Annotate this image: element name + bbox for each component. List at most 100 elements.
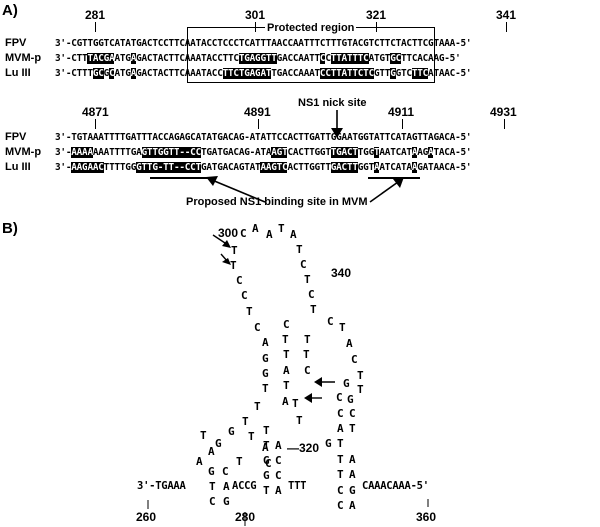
svg-text:A: A: [252, 222, 259, 235]
bottom-strand-mid1: ACCG: [232, 480, 257, 492]
svg-text:C: C: [336, 391, 343, 404]
svg-text:A: A: [283, 364, 290, 377]
svg-text:A: A: [349, 499, 356, 512]
structure-position-340: 340: [331, 266, 352, 280]
svg-text:T: T: [296, 243, 303, 256]
svg-text:G: G: [349, 484, 356, 497]
svg-text:C: C: [254, 321, 261, 334]
row-label-fpv-2: FPV: [5, 131, 27, 143]
svg-text:C: C: [265, 457, 272, 470]
sequence-row-mvm-2: 3'-AAAAAAATTTTGAGTTGGTT--CCTGATGACAG-ATA…: [55, 147, 472, 158]
panel-b-label: B): [2, 220, 18, 237]
svg-text:A: A: [346, 337, 353, 350]
svg-text:T: T: [254, 400, 261, 413]
svg-text:G: G: [343, 377, 350, 390]
svg-text:G: G: [262, 367, 269, 380]
svg-text:A: A: [282, 395, 289, 408]
svg-text:T: T: [278, 222, 285, 235]
ns1-binding-site-label: Proposed NS1 binding site in MVM: [186, 196, 368, 208]
svg-text:T: T: [357, 369, 364, 382]
svg-text:T: T: [296, 414, 303, 427]
sequence-row-lu3: 3'-CTTTGCGCATGAGACTACTTCAAATACCTTCTGAGAT…: [55, 68, 472, 79]
svg-text:A: A: [266, 228, 273, 241]
svg-text:T: T: [337, 453, 344, 466]
svg-text:T: T: [304, 273, 311, 286]
svg-text:G: G: [262, 352, 269, 365]
ns1-nick-site-label: NS1 nick site: [298, 97, 367, 109]
svg-text:T: T: [230, 259, 237, 272]
tick-4931: [504, 119, 505, 129]
svg-text:C: C: [300, 258, 307, 271]
svg-text:C: C: [222, 465, 229, 478]
svg-text:G: G: [263, 454, 270, 467]
svg-text:T: T: [339, 321, 346, 334]
svg-text:C: C: [349, 407, 356, 420]
svg-text:T: T: [263, 484, 270, 497]
row-label-mvm-2: MVM-p: [5, 146, 42, 158]
structure-position-320: —320: [287, 441, 320, 455]
svg-text:C: C: [351, 353, 358, 366]
bottom-strand-right: CAAACAAA-5': [362, 480, 429, 492]
sequence-row-fpv: 3'-CGTTGGTCATATGACTCCTTCAATACCTCCCTCATTT…: [55, 38, 472, 49]
svg-text:A: A: [275, 484, 282, 497]
panel-a-label: A): [2, 2, 18, 19]
svg-text:A: A: [275, 439, 282, 452]
position-301: 301: [245, 8, 266, 22]
svg-text:A: A: [208, 445, 215, 458]
svg-text:G: G: [223, 495, 230, 508]
nick-site-arrow: [331, 110, 343, 138]
tick-4911: [402, 119, 403, 129]
svg-text:T: T: [246, 305, 253, 318]
svg-text:C: C: [240, 227, 247, 240]
svg-text:T: T: [349, 422, 356, 435]
svg-text:T: T: [282, 333, 289, 346]
structure-position-280: 280: [235, 510, 256, 524]
svg-text:C: C: [327, 315, 334, 328]
svg-text:C: C: [275, 454, 282, 467]
svg-text:T: T: [263, 439, 270, 452]
svg-text:T: T: [283, 348, 290, 361]
svg-text:C: C: [236, 274, 243, 287]
svg-text:G: G: [325, 437, 332, 450]
svg-text:T: T: [310, 303, 317, 316]
svg-text:C: C: [283, 318, 290, 331]
sequence-row-lu3-2: 3'-AAGAACTTTTGGGTTG-TT--CCTGATGACAGTATAA…: [55, 162, 472, 173]
position-4891: 4891: [244, 105, 271, 119]
svg-text:T: T: [248, 430, 255, 443]
svg-text:G: G: [215, 437, 222, 450]
svg-text:A: A: [337, 422, 344, 435]
svg-text:A: A: [290, 228, 297, 241]
structure-position-260: 260: [136, 510, 157, 524]
svg-text:A: A: [262, 336, 269, 349]
tick-341: [506, 22, 507, 32]
row-label-fpv: FPV: [5, 37, 27, 49]
svg-text:C: C: [308, 288, 315, 301]
bottom-strand-left: 3'-TGAAA: [137, 480, 186, 492]
svg-text:T: T: [283, 379, 290, 392]
tick-4891: [258, 119, 259, 129]
svg-text:T: T: [242, 415, 249, 428]
svg-text:T: T: [263, 424, 270, 437]
svg-text:G: G: [263, 469, 270, 482]
svg-text:C: C: [337, 499, 344, 512]
binding-site-arrows: [206, 176, 404, 203]
svg-text:T: T: [209, 480, 216, 493]
position-4931: 4931: [490, 105, 517, 119]
tick-281: [95, 22, 96, 32]
svg-text:C: C: [209, 495, 216, 508]
svg-text:T: T: [292, 397, 299, 410]
svg-text:G: G: [347, 393, 354, 406]
tick-4871: [95, 119, 96, 129]
svg-text:A: A: [223, 480, 230, 493]
svg-text:T: T: [337, 437, 344, 450]
svg-text:A: A: [196, 455, 203, 468]
structure-position-360: 360: [416, 510, 437, 524]
svg-text:T: T: [262, 382, 269, 395]
svg-text:A: A: [262, 441, 269, 454]
svg-text:A: A: [349, 453, 356, 466]
position-341: 341: [496, 8, 517, 22]
svg-text:C: C: [337, 484, 344, 497]
position-321: 321: [366, 8, 387, 22]
svg-text:G: G: [228, 425, 235, 438]
